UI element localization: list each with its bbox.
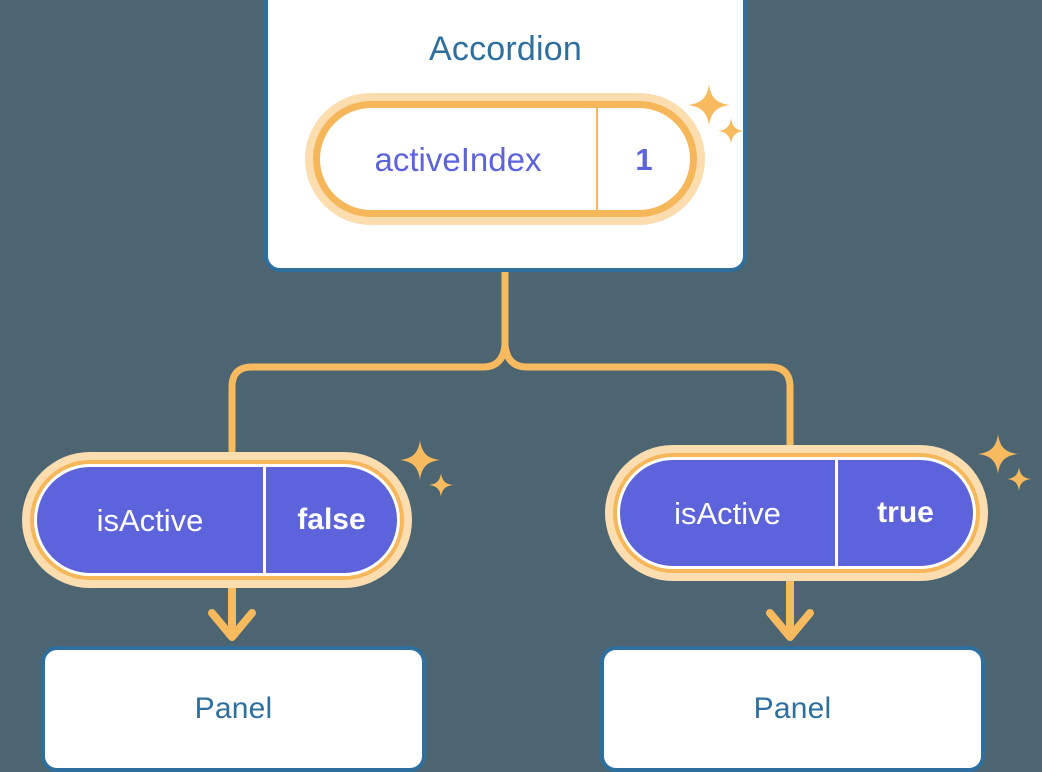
state-pill-is-active-false[interactable]: isActive false <box>22 452 412 588</box>
accordion-title: Accordion <box>429 30 582 68</box>
arrow-down-icon-right <box>766 609 814 641</box>
pill-body: isActive true <box>617 457 976 569</box>
sparkle-four-point-large <box>978 434 1018 474</box>
pill-body: activeIndex 1 <box>320 108 690 210</box>
state-key-label: isActive <box>96 502 204 538</box>
state-value-label: 1 <box>596 108 690 210</box>
panel-title: Panel <box>194 692 273 725</box>
state-key-label: isActive <box>674 495 781 531</box>
state-pill-is-active-true[interactable]: isActive true <box>605 445 988 581</box>
sparkle-group-right <box>978 434 1042 504</box>
sparkle-four-point-small <box>429 473 453 497</box>
state-pill-active-index[interactable]: activeIndex 1 <box>305 93 705 225</box>
panel-card-right[interactable]: Panel <box>600 646 985 772</box>
sparkle-four-point-small <box>1007 467 1031 491</box>
panel-title: Panel <box>753 692 832 725</box>
state-key-label: activeIndex <box>374 140 542 178</box>
sparkle-four-point-large <box>400 440 440 480</box>
arrow-down-icon-left <box>208 609 256 641</box>
state-value-label: true <box>835 460 973 566</box>
panel-card-left[interactable]: Panel <box>41 646 426 772</box>
state-value-label: false <box>263 467 397 573</box>
sparkle-group-left <box>400 440 470 510</box>
pill-body: isActive false <box>34 464 400 576</box>
